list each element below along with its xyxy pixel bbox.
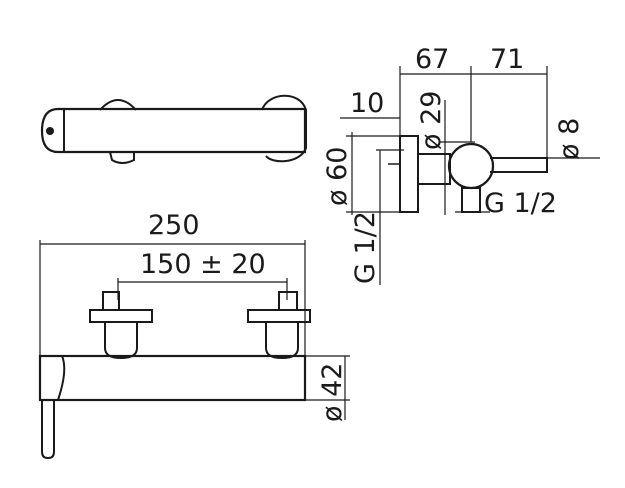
dim-67: 67	[415, 44, 449, 75]
dim-10: 10	[350, 88, 384, 119]
dim-dia29: ø 29	[416, 91, 447, 150]
front-view: 250 150 ± 20 ø 42	[38, 210, 350, 460]
top-view-left-flange	[99, 99, 137, 111]
dim-dia60: ø 60	[322, 147, 353, 206]
side-view-outlet	[461, 187, 481, 213]
left-eccentric-nut	[102, 291, 120, 311]
dim-71: 71	[490, 44, 524, 75]
right-wall-flange	[247, 309, 311, 323]
dim-dia42: ø 42	[317, 363, 348, 422]
front-view-handle	[41, 400, 55, 460]
top-view-body	[40, 107, 307, 154]
left-connector	[104, 322, 138, 360]
dim-250: 250	[148, 210, 200, 241]
dim-g-half-left: G 1/2	[350, 211, 381, 284]
front-view-cap	[40, 355, 66, 401]
left-wall-flange	[89, 309, 153, 323]
top-view-outlet	[109, 151, 135, 164]
dim-dia8: ø 8	[554, 118, 585, 160]
front-view-body	[38, 354, 307, 402]
side-view-lever	[490, 157, 548, 173]
top-view	[40, 94, 307, 164]
top-view-screw	[46, 127, 54, 135]
right-eccentric-nut	[278, 291, 298, 311]
side-view-body-circle	[447, 142, 495, 190]
right-connector	[265, 322, 299, 360]
dim-g-half-right: G 1/2	[484, 188, 557, 219]
dim-150: 150 ± 20	[140, 249, 266, 280]
side-view: 67 71 10 ø 29 ø 60 G 1/2 ø 8 G 1/2	[322, 44, 600, 285]
